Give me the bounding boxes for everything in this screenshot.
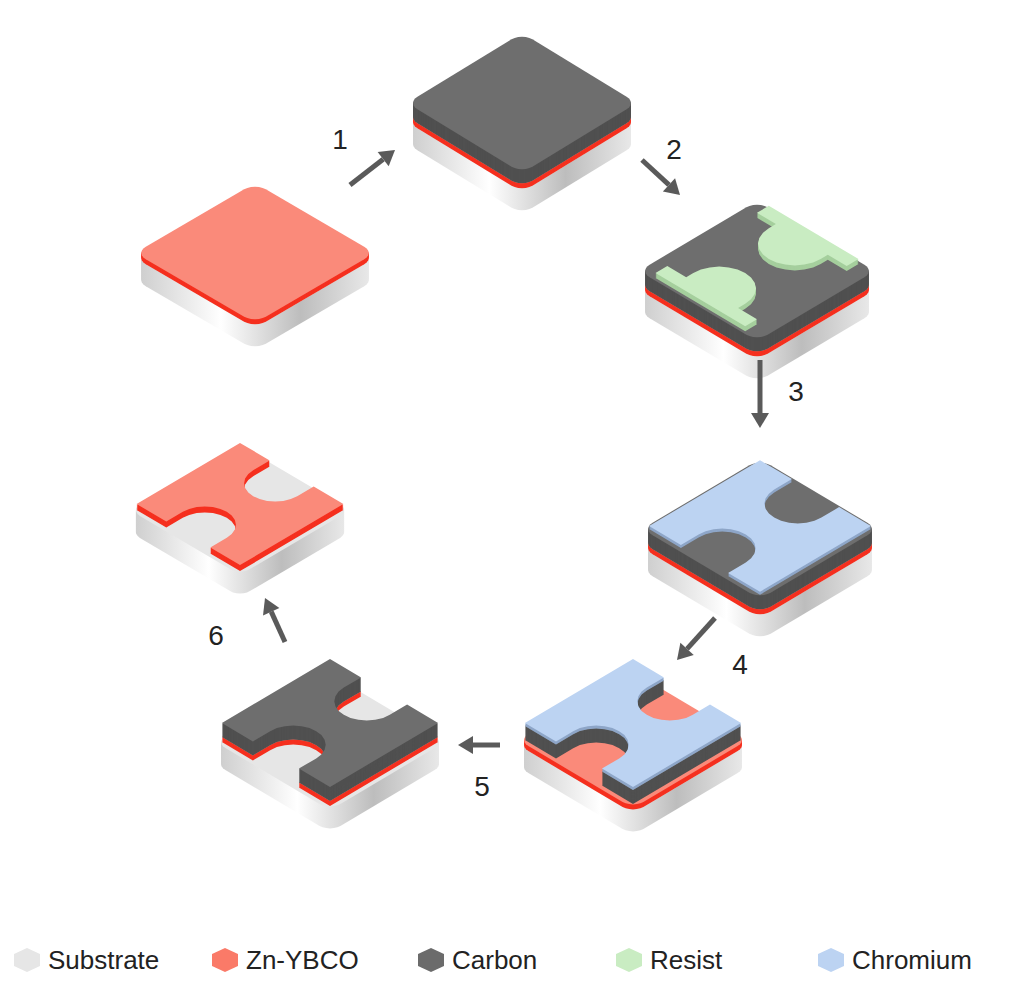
arrow-head <box>663 178 680 195</box>
legend-swatch <box>818 948 844 972</box>
arrow-head <box>677 643 694 660</box>
resist-layer <box>757 206 859 266</box>
wafer-stack <box>413 37 631 211</box>
legend-text: Chromium <box>852 947 972 973</box>
step-number: 2 <box>666 136 682 164</box>
step-number: 4 <box>732 651 748 679</box>
red-side <box>137 444 344 566</box>
arrow-head <box>458 736 473 754</box>
process-arrow <box>687 618 715 649</box>
red-layer <box>137 443 344 565</box>
wafer-stack <box>648 460 872 636</box>
arrow-head <box>378 150 395 166</box>
step-number: 1 <box>332 126 348 154</box>
process-arrow <box>473 743 500 748</box>
carbon-side <box>222 660 438 788</box>
process-arrow <box>758 360 763 413</box>
legend-text: Carbon <box>452 947 537 973</box>
wafer-stack <box>136 443 344 594</box>
carbon-side <box>645 206 869 339</box>
legend-swatch <box>212 948 238 972</box>
step-number: 3 <box>788 378 804 406</box>
arrow-head <box>263 598 279 615</box>
arrow-head <box>751 413 769 428</box>
red-side <box>141 188 368 321</box>
process-arrow <box>350 159 383 185</box>
legend-swatch <box>418 948 444 972</box>
legend-text: Substrate <box>48 947 159 973</box>
chrome-side <box>525 660 741 788</box>
chrome-side <box>649 461 871 593</box>
resist-side <box>757 207 859 267</box>
carbon-layer <box>222 659 438 787</box>
carbon-layer <box>413 37 631 170</box>
carbon-layer <box>645 205 869 338</box>
legend-swatch <box>616 948 642 972</box>
carbon-side <box>413 38 631 171</box>
legend-text: Resist <box>650 947 722 973</box>
process-arrow <box>642 160 669 185</box>
chrome-layer <box>649 460 871 592</box>
resist-layer <box>656 266 758 326</box>
wafer-stack <box>524 659 742 831</box>
step-number: 6 <box>208 622 224 650</box>
wafer-stack <box>141 187 368 347</box>
wafer-stack <box>645 205 869 379</box>
step-number: 5 <box>474 773 490 801</box>
legend-text: Zn-YBCO <box>246 947 359 973</box>
process-arrow <box>271 612 285 642</box>
wafer-stack <box>221 659 439 828</box>
legend-swatch <box>14 948 40 972</box>
red-layer <box>141 187 368 320</box>
resist-side <box>656 267 758 327</box>
chrome-layer <box>525 659 741 787</box>
